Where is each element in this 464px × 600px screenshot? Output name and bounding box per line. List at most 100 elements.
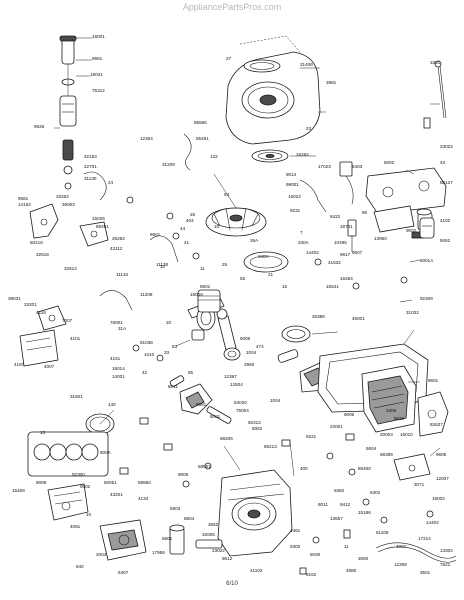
callout-label: 13302: [440, 548, 453, 553]
cam-gear: [281, 325, 311, 343]
callout-label: 3331: [430, 60, 441, 65]
callout-label: 31032: [406, 310, 419, 315]
callout-label: 9006: [344, 412, 355, 417]
callout-label: 474: [256, 344, 264, 349]
callout-label: 12364: [140, 136, 153, 141]
callout-label: 9601: [200, 284, 211, 289]
callout-label: 91038: [140, 340, 153, 345]
callout-label: 9009: [178, 472, 189, 477]
callout-label: 33: [164, 350, 170, 355]
callout-label: 10: [160, 264, 166, 269]
callout-label: 23: [306, 126, 312, 131]
callout-label: 400: [300, 466, 308, 471]
callout-label: 17214: [418, 536, 431, 541]
crankshaft-lower: [169, 375, 232, 424]
callout-label: 6601: [162, 536, 173, 541]
breather-tube: [375, 542, 457, 563]
callout-label: 840: [76, 564, 84, 569]
callout-label: 9221: [306, 434, 317, 439]
ignition-parts: [339, 161, 357, 252]
callout-label: 50216: [30, 240, 43, 245]
callout-label: 11134: [116, 272, 129, 277]
carburetor: [99, 519, 147, 561]
callout-label: 20: [166, 320, 172, 325]
dipstick-tube: [423, 60, 447, 129]
callout-label: 15408: [12, 488, 25, 493]
callout-label: 21: [268, 272, 274, 277]
callout-label: 9014: [286, 172, 297, 177]
callout-label: 3060: [358, 556, 369, 561]
callout-label: 9382: [334, 488, 345, 493]
callout-label: 96: [362, 210, 368, 215]
callout-label: 13: [40, 430, 46, 435]
callout-label: 8604: [184, 516, 195, 521]
callout-label: 140: [108, 402, 116, 407]
callout-label: 3501: [420, 570, 431, 575]
callout-label: 85565: [194, 120, 207, 125]
callout-label: 54020: [234, 400, 247, 405]
callout-label: 31209: [162, 162, 175, 167]
callout-label: 31406: [300, 62, 313, 67]
callout-label: 4102: [440, 218, 451, 223]
callout-label: 16008: [190, 292, 203, 297]
callout-label: 8011: [318, 502, 328, 507]
callout-label: 22701: [84, 164, 97, 169]
callout-label: 85481: [196, 136, 209, 141]
callout-label: 11138: [156, 262, 169, 267]
callout-label: 9008: [36, 480, 47, 485]
callout-label: 11208: [140, 292, 153, 297]
blower-housing: [225, 35, 321, 145]
callout-label: 4187: [14, 362, 25, 367]
callout-label: 55: [240, 276, 246, 281]
callout-label: 11: [344, 544, 349, 549]
callout-label: 16262: [296, 152, 309, 157]
callout-label: 18731: [340, 224, 353, 229]
callout-label: 5403: [352, 164, 363, 169]
callout-label: 18002: [432, 496, 445, 501]
callout-label: 15186: [358, 510, 371, 515]
control-bracket: [29, 203, 59, 239]
callout-label: 14163: [18, 202, 31, 207]
callout-label: 9002: [406, 228, 417, 233]
callout-label: 1004: [270, 398, 281, 403]
callout-label: 42: [142, 370, 148, 375]
callout-label: 9981: [92, 56, 103, 61]
callout-label: 1004: [246, 350, 257, 355]
callout-label: 5001A: [420, 258, 434, 263]
callout-label: 41102: [250, 568, 263, 573]
callout-label: 33201: [24, 302, 37, 307]
callout-label: 41632: [328, 260, 341, 265]
flywheel: [205, 207, 267, 237]
callout-label: 82637: [430, 422, 443, 427]
callout-label: 9231: [290, 208, 301, 213]
callout-label: 4007: [44, 364, 55, 369]
callout-label: 5030: [310, 552, 321, 557]
cylinder-head: [47, 483, 89, 521]
fuel-pump-bracket: [37, 305, 67, 331]
callout-label: 75004: [236, 408, 249, 413]
callout-label: 9626: [34, 124, 45, 129]
linkage-wires: [83, 133, 327, 311]
callout-label: 8422: [330, 214, 341, 219]
callout-label: 7007: [62, 318, 73, 323]
callout-label: 92312: [248, 420, 261, 425]
callout-label: 7521: [440, 562, 451, 567]
callout-label: 14402: [426, 520, 439, 525]
callout-label: 6001: [210, 414, 221, 419]
crankcase-block: [217, 469, 293, 557]
callout-label: 10495: [334, 240, 347, 245]
callout-label: 16484: [340, 276, 353, 281]
rotating-screen: [251, 149, 289, 163]
callout-label: 12504: [230, 382, 243, 387]
air-cleaner-assembly: [361, 365, 417, 433]
callout-label: 41: [184, 240, 190, 245]
callout-label: 16010: [400, 432, 413, 437]
callout-label: 92300: [72, 472, 85, 477]
starter-motor: [59, 35, 77, 190]
callout-label: 32163: [84, 154, 97, 159]
callout-label: 39A: [250, 238, 259, 243]
oil-filter: [419, 217, 435, 239]
callout-label: 404: [186, 218, 194, 223]
callout-label: 7: [300, 230, 303, 235]
callout-label: 4101: [70, 336, 81, 341]
